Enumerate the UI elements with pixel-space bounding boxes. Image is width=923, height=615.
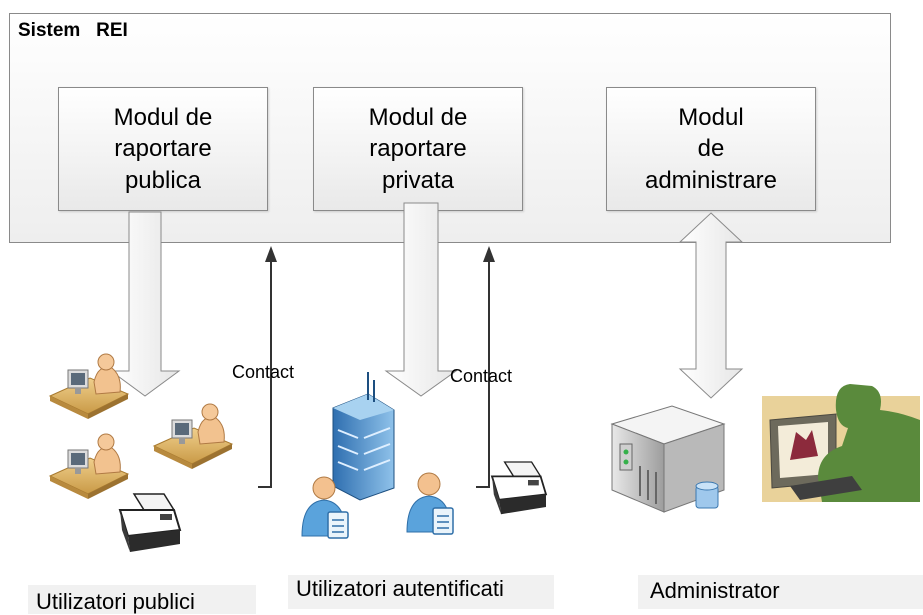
office-building-icon <box>332 372 395 501</box>
printer-icon <box>119 493 181 553</box>
contact-line-private <box>476 258 490 488</box>
label-background <box>638 575 923 609</box>
printer-icon <box>491 461 547 516</box>
module-private-reporting: Modul de raportare privata <box>313 87 523 211</box>
label-background <box>288 575 554 609</box>
group-label-authenticated-users: Utilizatori autentificati <box>296 576 504 601</box>
group-label-public-users: Utilizatori publici <box>36 589 195 614</box>
module-administration: Modul de administrare <box>606 87 816 211</box>
person-at-desk-icon <box>153 403 233 470</box>
contact-label-private: Contact <box>450 366 513 386</box>
person-at-desk-icon <box>49 433 129 500</box>
group-label-administrator: Administrator <box>650 578 780 603</box>
contact-arrowhead-private <box>483 246 495 262</box>
arrow-public-down <box>109 211 181 397</box>
admin-workstation-icon <box>762 384 920 502</box>
contact-line-public <box>258 258 272 488</box>
person-at-desk-icon <box>49 353 129 420</box>
server-icon <box>610 405 726 513</box>
label-background <box>28 585 256 614</box>
module-public-reporting: Modul de raportare publica <box>58 87 268 211</box>
user-badge-icon <box>406 472 454 535</box>
contact-label-public: Contact <box>232 362 295 382</box>
arrow-admin-bidirectional <box>678 212 744 399</box>
arrow-private-down <box>384 202 458 397</box>
system-title: Sistem REI <box>18 20 128 41</box>
contact-arrowhead-public <box>265 246 277 262</box>
